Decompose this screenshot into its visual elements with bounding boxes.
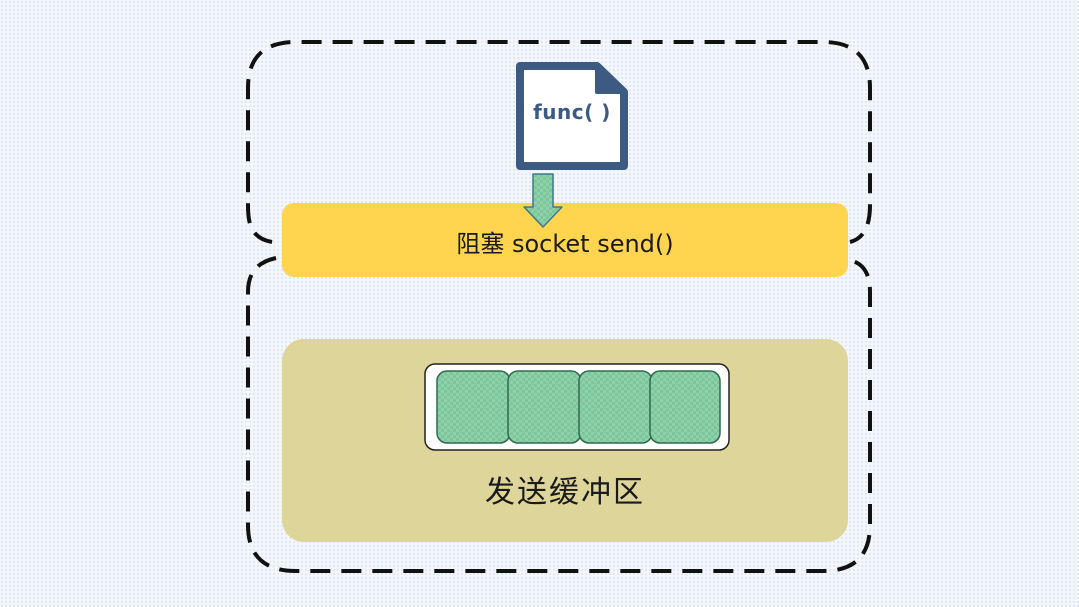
arrow-down-icon [523, 173, 563, 228]
socket-send-label: 阻塞 socket send() [456, 230, 674, 258]
func-label: func( ) [533, 100, 611, 124]
send-buffer-label: 发送缓冲区 [485, 475, 645, 510]
document-icon [516, 62, 628, 170]
upper-dashed-boundary [246, 40, 872, 244]
socket-send-bar [282, 203, 848, 277]
buffer-slot [507, 370, 582, 444]
lower-dashed-boundary [246, 256, 872, 573]
buffer-slot [436, 370, 511, 444]
buffer-slot [578, 370, 653, 444]
buffer-slot [649, 370, 721, 444]
